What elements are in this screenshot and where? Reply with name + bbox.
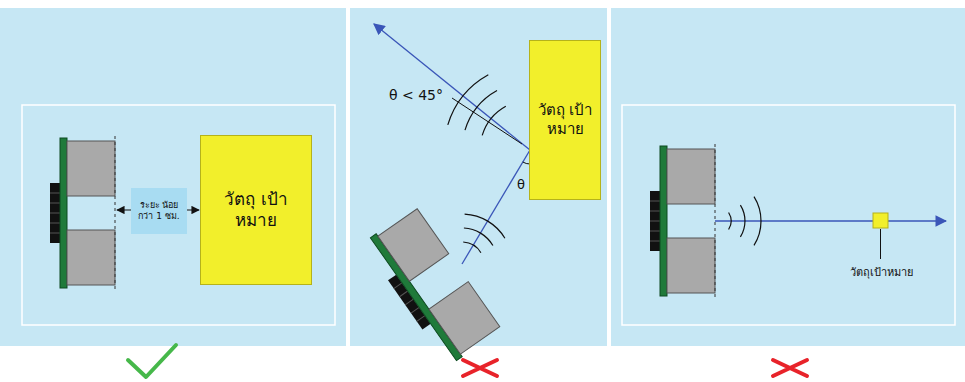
distance-label-box: ระยะ น้อยกว่า 1 ซม.	[131, 188, 187, 234]
check-mark	[128, 345, 176, 377]
angle-label: θ < 45°	[389, 87, 443, 104]
wave-arc	[464, 228, 493, 246]
reflected-beam	[374, 24, 530, 150]
target-object-box: วัตถุ เป้าหมาย	[529, 40, 601, 200]
node-text: วัตถุ เป้าหมาย	[536, 101, 594, 139]
wave-arc	[754, 197, 761, 246]
panel-ground	[0, 8, 346, 346]
leader-line	[880, 229, 881, 259]
wave-arc	[463, 242, 481, 253]
wave-arc	[740, 205, 745, 237]
node-text: ระยะ น้อยกว่า 1 ซม.	[134, 200, 184, 223]
ultrasonic-sensor	[50, 138, 115, 288]
panel-ground	[350, 8, 607, 346]
wave-arc	[448, 75, 489, 125]
incident-beam	[462, 150, 530, 264]
sound-waves	[448, 75, 506, 253]
target-callout: วัตถุเป้าหมาย	[850, 266, 913, 279]
angle-label: θ	[517, 177, 525, 193]
node-text: วัตถุ เป้าหมาย	[214, 189, 299, 232]
target-object-box: วัตถุ เป้าหมาย	[200, 135, 312, 285]
small-target	[873, 213, 888, 228]
leader-line	[452, 98, 522, 144]
panel-ground	[611, 8, 965, 346]
wave-arc	[465, 91, 497, 131]
ultrasonic-sensor	[362, 206, 501, 366]
cross-mark	[463, 360, 497, 376]
sensor-face-line	[115, 136, 116, 292]
beam-line	[715, 220, 946, 221]
inner-frame	[622, 105, 955, 325]
wave-arc	[729, 213, 731, 230]
sound-waves	[729, 197, 761, 246]
wave-arc	[482, 106, 506, 135]
cross-mark	[773, 360, 807, 376]
wave-arc	[465, 214, 505, 238]
inner-frame	[22, 105, 335, 325]
ultrasonic-sensor	[650, 146, 715, 296]
